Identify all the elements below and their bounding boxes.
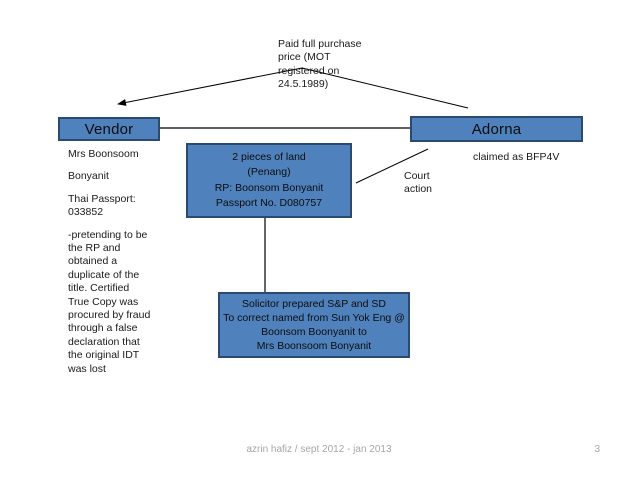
page-number: 3	[594, 444, 600, 455]
payment-to-adorna-line	[301, 67, 469, 109]
vendor-box-label: Vendor	[84, 120, 134, 138]
land-box-text: 2 pieces of land (Penang) RP: Boonsom Bo…	[214, 150, 324, 210]
adorna-box-label: Adorna	[471, 120, 522, 138]
vendor-details-name-1: Mrs Boonsoom	[68, 148, 139, 160]
solicitor-box: Solicitor prepared S&P and SD To correct…	[218, 292, 410, 358]
vendor-details-name-2: Bonyanit	[68, 170, 109, 183]
land-box: 2 pieces of land (Penang) RP: Boonsom Bo…	[186, 143, 352, 218]
payment-to-vendor-arrow	[117, 67, 303, 106]
adorna-box: Adorna	[410, 116, 583, 142]
payment-note: Paid full purchase price (MOT registered…	[278, 38, 362, 90]
claimed-note: claimed as BFP4V	[473, 151, 560, 163]
court-action-line	[355, 148, 429, 184]
vendor-details-passport: Thai Passport: 033852	[68, 192, 136, 219]
footer-credit: azrin hafiz / sept 2012 - jan 2013	[246, 444, 392, 455]
vendor-box: Vendor	[58, 117, 160, 141]
court-action-note: Court action	[404, 170, 433, 196]
vendor-details: Mrs Boonsoom Bonyanit Thai Passport: 033…	[68, 148, 170, 385]
solicitor-box-text: Solicitor prepared S&P and SD To correct…	[223, 298, 405, 352]
vendor-details-fraud-note: -pretending to be the RP and obtained a …	[68, 228, 151, 375]
